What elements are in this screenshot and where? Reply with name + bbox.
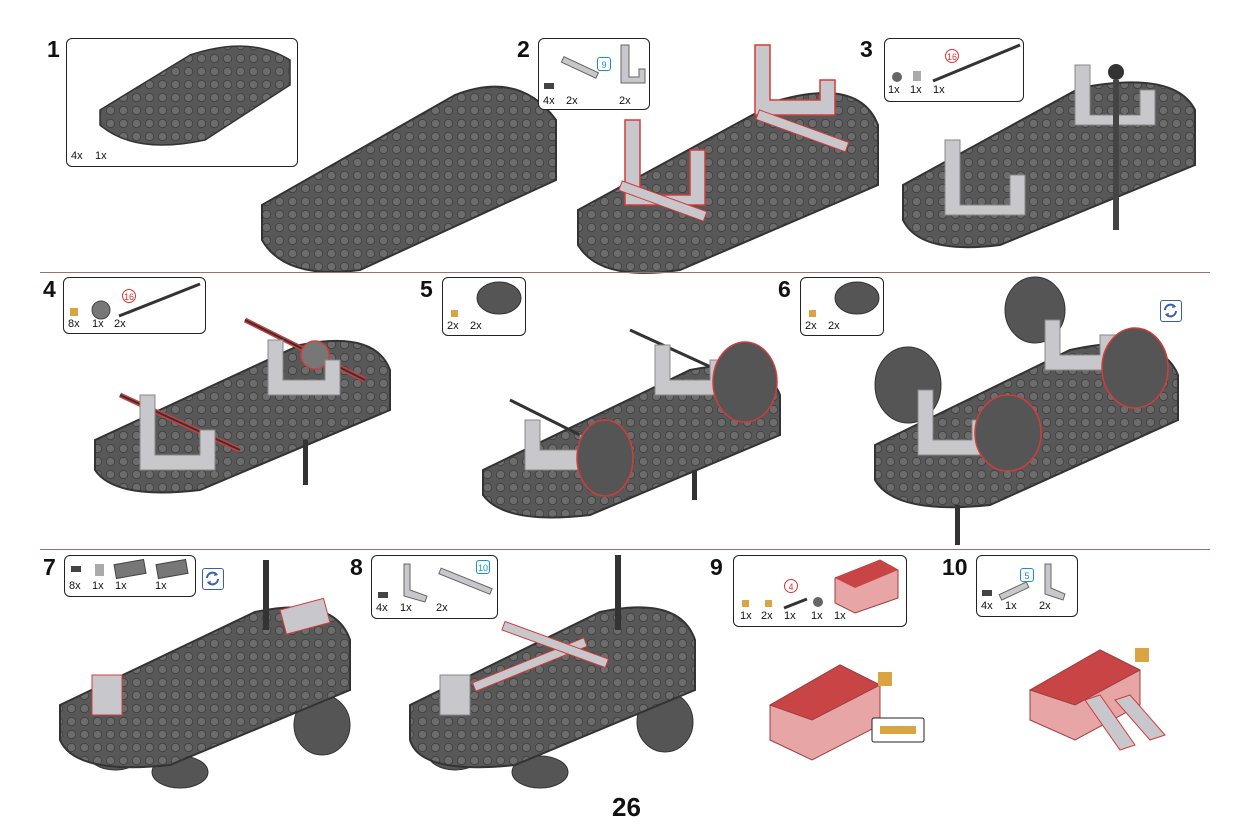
step2-qty-pin: 4x bbox=[543, 95, 555, 107]
step9-parts-callout: 4 1x 2x 1x 1x 1x bbox=[733, 555, 907, 627]
step-number-1: 1 bbox=[47, 36, 60, 62]
step1-qty-plate: 1x bbox=[95, 150, 107, 162]
step10-qty-bracket: 2x bbox=[1039, 600, 1051, 612]
step8-parts-icons bbox=[378, 563, 493, 603]
step1-base-plate bbox=[261, 85, 557, 273]
step3-parts-callout: 16 1x 1x 1x bbox=[884, 38, 1024, 102]
step6-assembly bbox=[874, 276, 1179, 545]
step3-parts-icons bbox=[892, 43, 1021, 83]
step9-qty-bush-a: 1x bbox=[740, 610, 752, 622]
step7-qty-plate-b: 1x bbox=[155, 580, 167, 592]
step-number-3: 3 bbox=[860, 36, 873, 62]
step6-parts-callout: 2x 2x bbox=[800, 277, 884, 336]
row-divider-1 bbox=[40, 272, 1210, 273]
step4-parts-callout: 16 8x 1x 2x bbox=[63, 277, 206, 334]
step4-assembly bbox=[94, 317, 391, 494]
step5-qty-wheel: 2x bbox=[470, 320, 482, 332]
step7-qty-bush: 1x bbox=[92, 580, 104, 592]
step3-qty-axle: 1x bbox=[933, 84, 945, 96]
step7-qty-pin: 8x bbox=[69, 580, 81, 592]
step10-parts-icons bbox=[982, 563, 1066, 601]
step7-assembly bbox=[59, 560, 351, 789]
row-divider-2 bbox=[40, 549, 1210, 550]
step9-parts-icons bbox=[742, 597, 823, 610]
step-number-2: 2 bbox=[517, 36, 530, 62]
step-number-6: 6 bbox=[778, 276, 791, 302]
step-number-10: 10 bbox=[942, 554, 968, 580]
step5-assembly bbox=[482, 328, 781, 519]
step9-qty-axle: 1x bbox=[784, 610, 796, 622]
step1-qty-pin: 4x bbox=[71, 150, 83, 162]
step3-assembly bbox=[902, 64, 1196, 249]
step4-parts-icons bbox=[70, 282, 201, 320]
step-number-5: 5 bbox=[420, 276, 433, 302]
step7-qty-plate-a: 1x bbox=[115, 580, 127, 592]
step8-assembly bbox=[409, 555, 696, 789]
step2-parts-icons bbox=[544, 44, 646, 89]
step5-qty-bush: 2x bbox=[447, 320, 459, 332]
step2-qty-bracket: 2x bbox=[619, 95, 631, 107]
step-number-9: 9 bbox=[710, 554, 723, 580]
step10-length-tag: 5 bbox=[1020, 568, 1034, 582]
step8-qty-pin: 4x bbox=[376, 602, 388, 614]
step10-parts-callout: 5 4x 1x 2x bbox=[976, 555, 1078, 617]
step7-parts-callout: 8x 1x 1x 1x bbox=[64, 555, 196, 597]
step6-parts-icons bbox=[809, 281, 880, 317]
step-number-4: 4 bbox=[43, 276, 56, 302]
step2-assembly bbox=[577, 44, 879, 274]
step5-parts-icons bbox=[451, 281, 522, 317]
step1-parts-callout: 4x 1x bbox=[66, 38, 298, 167]
step2-length-tag: 9 bbox=[597, 57, 611, 71]
rotate-icon bbox=[202, 568, 224, 590]
step4-qty-gear: 1x bbox=[92, 318, 104, 330]
step9-qty-gear: 1x bbox=[811, 610, 823, 622]
step-number-8: 8 bbox=[350, 554, 363, 580]
step4-qty-bush: 8x bbox=[68, 318, 80, 330]
step4-qty-axle: 2x bbox=[114, 318, 126, 330]
step8-qty-bracket: 1x bbox=[400, 602, 412, 614]
page-number: 26 bbox=[612, 792, 641, 822]
step3-length-tag: 16 bbox=[945, 49, 959, 63]
step4-length-tag: 16 bbox=[122, 289, 136, 303]
step10-qty-pin: 4x bbox=[981, 600, 993, 612]
step3-qty-bush: 1x bbox=[910, 84, 922, 96]
step5-parts-callout: 2x 2x bbox=[442, 277, 526, 336]
step3-qty-gear: 1x bbox=[888, 84, 900, 96]
step6-qty-bush: 2x bbox=[805, 320, 817, 332]
step6-qty-wheel: 2x bbox=[828, 320, 840, 332]
step9-motor bbox=[768, 664, 925, 761]
step10-assembly bbox=[1028, 648, 1166, 751]
step-number-7: 7 bbox=[43, 554, 56, 580]
step9-callout-motor bbox=[834, 559, 899, 614]
step8-parts-callout: 10 4x 1x 2x bbox=[371, 555, 498, 619]
rotate-icon bbox=[1160, 300, 1182, 322]
step9-length-tag: 4 bbox=[784, 579, 798, 593]
step1-callout-plate bbox=[99, 45, 291, 146]
step9-qty-motor: 1x bbox=[834, 610, 846, 622]
step7-parts-icons bbox=[71, 558, 189, 580]
step2-qty-beam: 2x bbox=[566, 95, 578, 107]
step2-parts-callout: 9 4x 2x 2x bbox=[538, 38, 650, 110]
step10-qty-beam: 1x bbox=[1005, 600, 1017, 612]
step8-qty-beam: 2x bbox=[436, 602, 448, 614]
step9-qty-bush-b: 2x bbox=[761, 610, 773, 622]
step8-length-tag: 10 bbox=[476, 560, 490, 574]
